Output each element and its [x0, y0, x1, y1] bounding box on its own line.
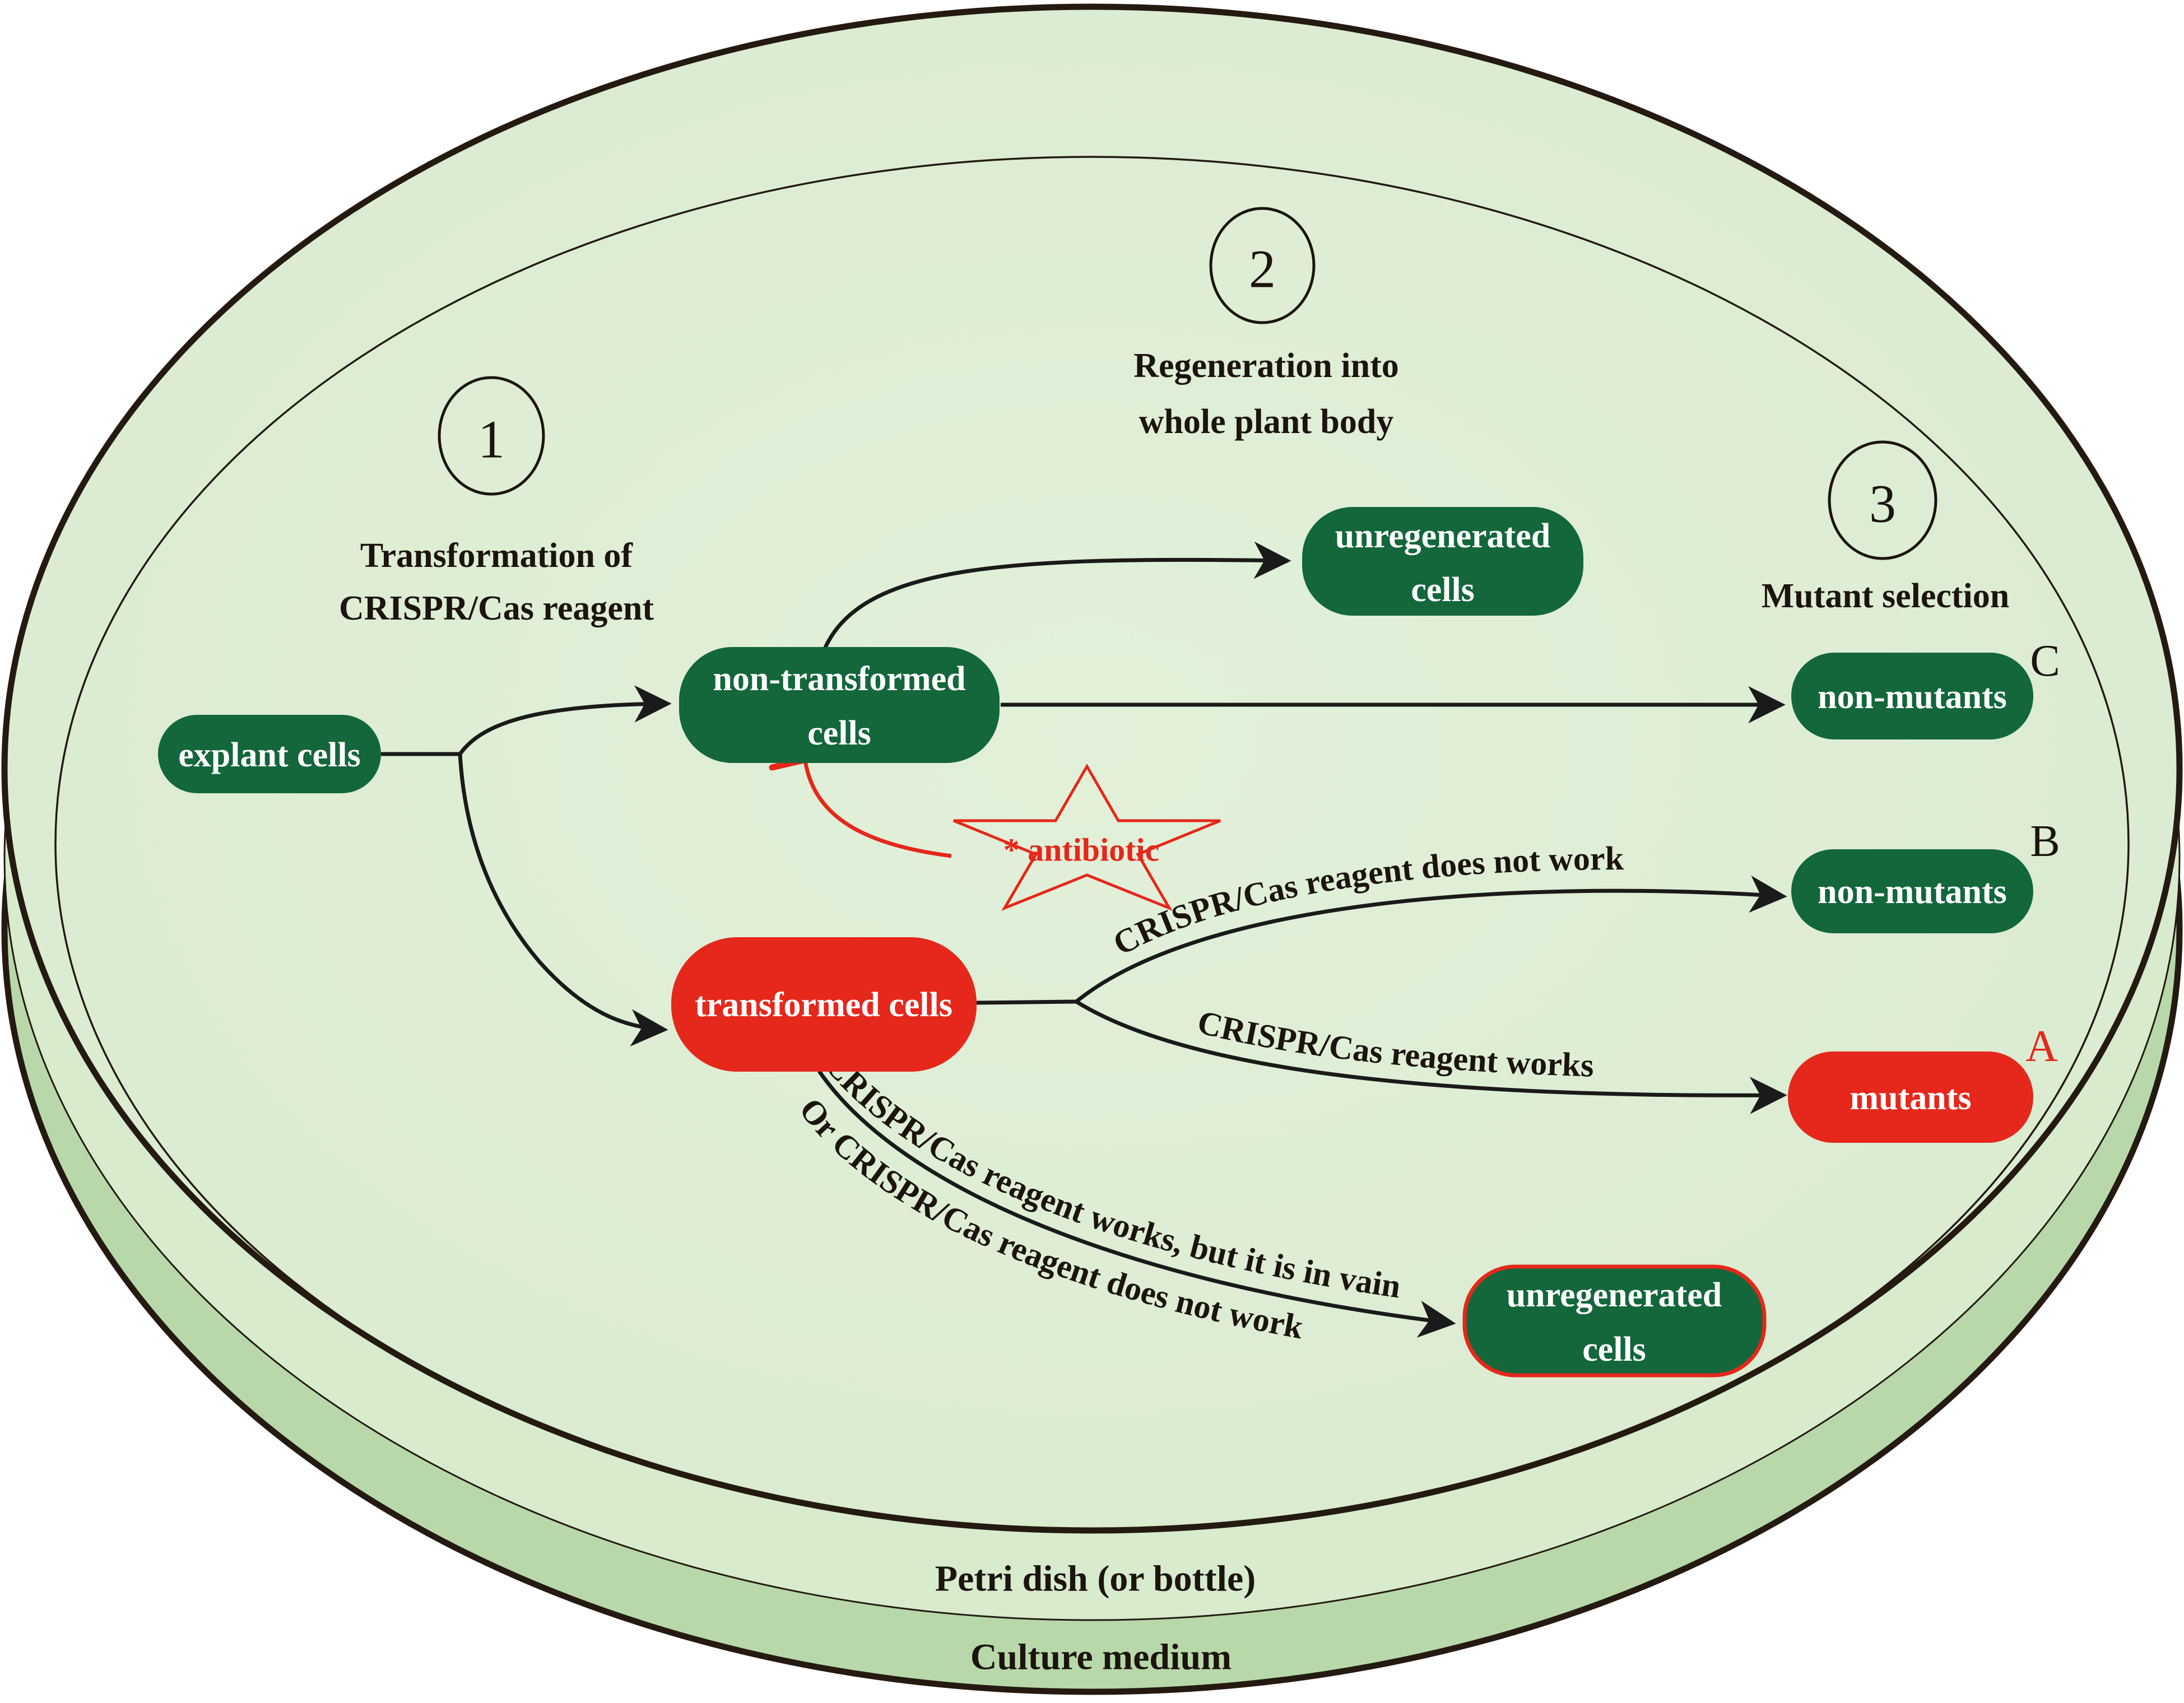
tag-b: B [2030, 817, 2060, 866]
step-1-circle [438, 376, 545, 496]
step-1-title-line2: CRISPR/Cas reagent [339, 589, 654, 627]
antibiotic-group: * antibiotic [769, 750, 1221, 911]
inhibition-arc [803, 760, 952, 858]
step-2-title-line1: Regeneration into [1133, 347, 1399, 385]
antibiotic-label: * antibiotic [1003, 832, 1160, 868]
node-explant-cells-label: explant cells [178, 736, 360, 774]
step-2-number: 2 [1249, 239, 1276, 299]
node-transformed-cells [671, 937, 977, 1072]
node-mutants [1788, 1051, 2033, 1143]
tag-a: A [2025, 1022, 2058, 1071]
node-non-mutants-c [1791, 653, 2033, 739]
step-1-title-line1: Transformation of [360, 537, 634, 575]
culture-medium-label: Culture medium [970, 1637, 1232, 1678]
node-non-mutants-b-label: non-mutants [1818, 873, 2007, 911]
dish-inner-rim [54, 156, 2130, 1532]
step-3-circle [1828, 440, 1937, 560]
step-1-number: 1 [478, 410, 505, 469]
node-non-mutants-b [1791, 849, 2033, 933]
node-unregenerated-cells-bottom-line1: unregenerated [1507, 1276, 1722, 1314]
steps: 1 Transformation of CRISPR/Cas reagent 2… [339, 207, 2010, 627]
arrow-transformed-stub [976, 999, 1077, 1005]
arrow-explant-to-nontransformed [458, 685, 672, 756]
petri-dish-label: Petri dish (or bottle) [935, 1558, 1256, 1599]
node-transformed-cells-label: transformed cells [695, 986, 952, 1024]
node-non-transformed-cells-line1: non-transformed [713, 660, 965, 698]
arrow-transformed-to-nonmutants-b [1075, 875, 1787, 1003]
node-non-mutants-c-label: non-mutants [1818, 678, 2007, 716]
step-3-number: 3 [1869, 474, 1896, 534]
arrow-transformed-to-mutants [1075, 1000, 1787, 1114]
tag-c: C [2030, 636, 2060, 686]
arrow-explant-to-transformed [458, 753, 668, 1046]
node-unregenerated-cells-bottom [1462, 1264, 1767, 1378]
node-non-transformed-cells [679, 647, 1000, 763]
antibiotic-star-icon [953, 763, 1221, 911]
arrow-nontransformed-to-unregenerated [823, 541, 1291, 650]
nodes: explant cells non-transformed cells unre… [158, 507, 2060, 1378]
petri-dish [1, 3, 2183, 1695]
arrow-transformed-to-unregenerated-bottom [817, 1070, 1456, 1338]
step-2-title-line2: whole plant body [1139, 403, 1394, 441]
node-explant-cells [158, 715, 381, 793]
node-unregenerated-cells-top-line2: cells [1411, 571, 1475, 609]
node-non-transformed-cells-line2: cells [807, 714, 871, 752]
node-unregenerated-cells-bottom-line2: cells [1582, 1330, 1646, 1369]
node-mutants-label: mutants [1850, 1079, 1971, 1117]
node-unregenerated-cells-top [1302, 507, 1583, 616]
step-3-title-line1: Mutant selection [1762, 577, 2010, 615]
node-unregenerated-cells-top-line1: unregenerated [1335, 517, 1551, 555]
step-2-circle [1209, 207, 1316, 324]
